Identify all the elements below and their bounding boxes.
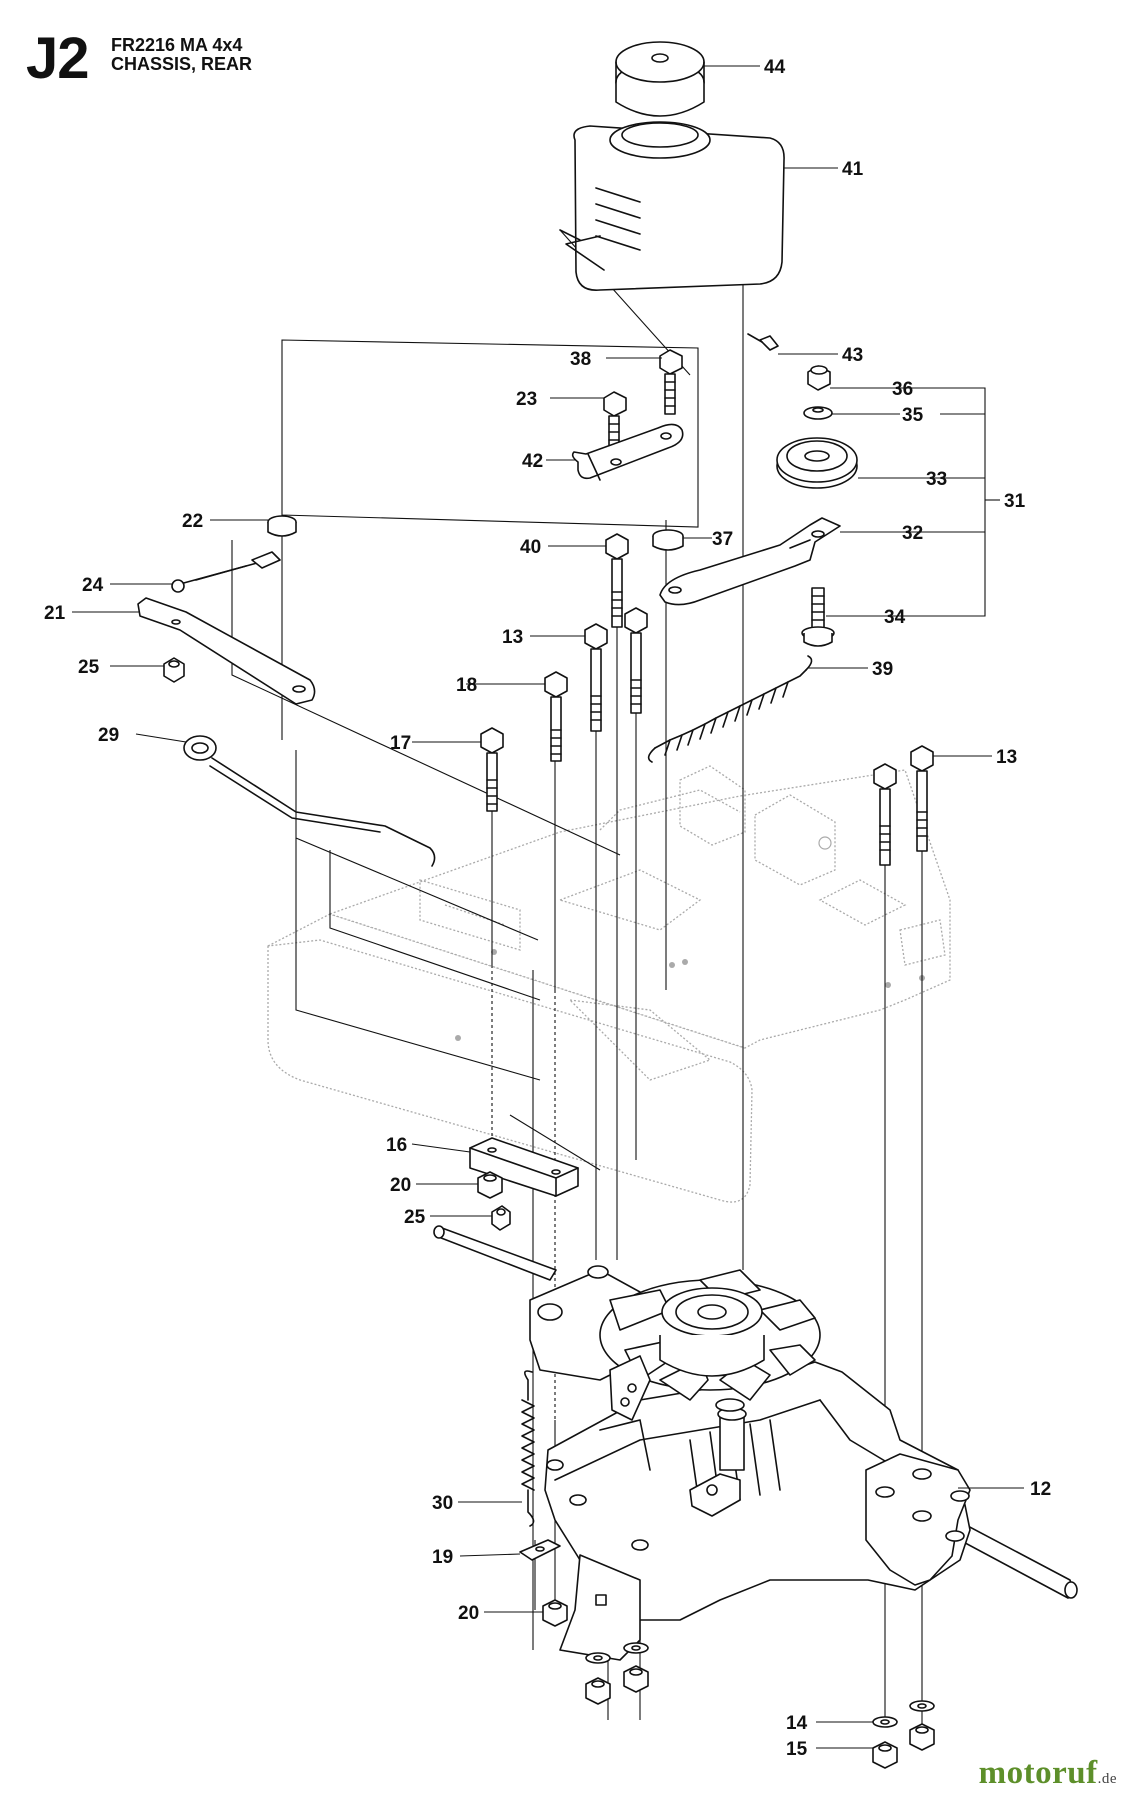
rod-24 [171,551,281,593]
callout-32: 32 [902,523,923,544]
callout-39: 39 [872,659,893,680]
callout-25-top: 25 [78,657,100,678]
callout-31: 31 [1004,491,1026,512]
rod-29 [183,735,436,867]
spacer-block-16 [469,1137,579,1197]
cooling-fan [599,1269,821,1401]
bolt-13-left [584,623,608,732]
brand-name: motoruf [978,1755,1098,1791]
callout-14: 14 [786,1713,808,1734]
callout-38: 38 [570,349,591,370]
transaxle-assembly [433,1225,1078,1661]
spacer-22 [267,515,297,537]
lower-washers-nuts [585,1642,649,1705]
callout-13-right: 13 [996,747,1017,768]
bolts-13-right [873,745,934,866]
callout-33: 33 [926,469,947,490]
callout-34: 34 [884,607,906,628]
spring-30 [521,1370,535,1527]
washer-14 [872,1716,898,1728]
callout-25-mid: 25 [404,1207,426,1228]
callout-37: 37 [712,529,733,550]
bracket-42 [571,423,684,481]
reservoir-cap-44 [615,41,705,117]
bolt-18 [544,671,568,762]
callout-labels: 44 41 43 38 36 23 35 42 33 31 22 37 32 4… [44,57,1051,1760]
nut-15 [872,1741,898,1769]
spacer-37 [652,529,684,551]
bolt-38 [659,349,683,415]
diagram-code: J2 [26,26,90,91]
callout-22: 22 [182,511,203,532]
callout-42: 42 [522,451,543,472]
callout-44: 44 [764,57,786,78]
callout-16: 16 [386,1135,407,1156]
nut-25-top [163,657,185,683]
callout-41: 41 [842,159,864,180]
callout-18: 18 [456,675,477,696]
callout-21: 21 [44,603,66,624]
nut-25-mid [491,1205,511,1231]
callout-29: 29 [98,725,119,746]
callout-23: 23 [516,389,537,410]
lever-21 [137,597,316,705]
washer-nut-right [909,1700,935,1751]
oil-reservoir-41 [559,121,785,291]
spring-39 [647,655,813,763]
bolt-13-center [624,607,648,714]
callout-19: 19 [432,1547,453,1568]
callout-12: 12 [1030,1479,1051,1500]
rear-chassis-frame [267,765,951,1203]
callout-15: 15 [786,1739,808,1760]
brand-watermark: motoruf.de [979,1755,1117,1792]
callout-36: 36 [892,379,913,400]
callout-17: 17 [390,733,411,754]
brand-tld: .de [1097,1771,1117,1787]
section-name: CHASSIS, REAR [111,53,253,74]
callout-20-top: 20 [390,1175,411,1196]
bolt-40 [605,533,629,628]
plate-19 [519,1539,561,1561]
callout-30: 30 [432,1493,453,1514]
callout-35: 35 [902,405,924,426]
nut-20-top [477,1171,503,1199]
callout-leaders [72,65,1024,1749]
nut-20-bottom [542,1599,568,1627]
callout-13-top: 13 [502,627,523,648]
callout-40: 40 [520,537,541,558]
callout-24: 24 [82,575,104,596]
bolt-17 [480,727,504,812]
callout-43: 43 [842,345,863,366]
callout-20-bottom: 20 [458,1603,479,1624]
model-name: FR2216 MA 4x4 [111,35,243,55]
diagram-title: FR2216 MA 4x4 CHASSIS, REAR [111,36,252,74]
pulley-assembly-31 [659,365,858,647]
screw-43 [747,333,779,351]
